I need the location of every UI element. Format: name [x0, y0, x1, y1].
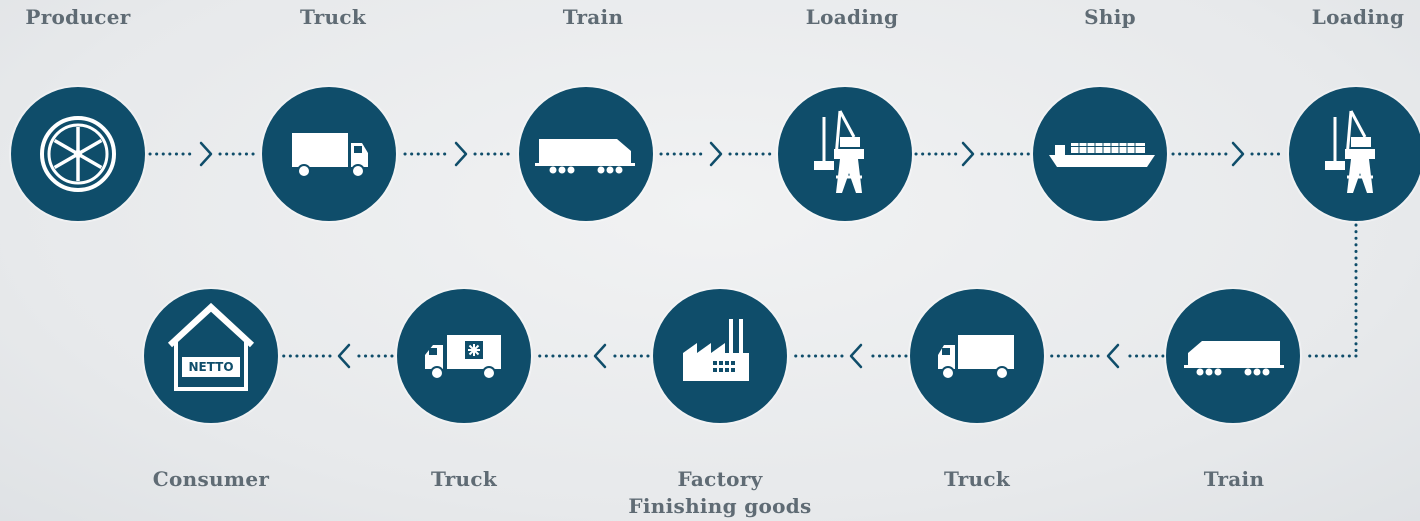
store-sign-text: NETTO [188, 360, 234, 374]
crane-icon [1325, 110, 1375, 193]
stage-label: Factory [677, 467, 763, 491]
stage-label: Ship [1084, 5, 1136, 29]
stage-sublabel: Finishing goods [628, 494, 812, 518]
arrow-left-icon [849, 343, 863, 369]
stage-node [1033, 87, 1167, 221]
arrow-right-icon [709, 141, 723, 167]
stage-label: Producer [25, 5, 131, 29]
stage-node [910, 289, 1044, 423]
stage-label: Train [562, 5, 624, 29]
train-icon [1184, 341, 1284, 376]
arrow-left-icon [337, 343, 351, 369]
stage-node [778, 87, 912, 221]
crane-icon [814, 110, 864, 193]
arrow-left-icon [1106, 343, 1120, 369]
stage-node [1166, 289, 1300, 423]
arrow-right-icon [1231, 141, 1245, 167]
arrow-left-icon [593, 343, 607, 369]
stage-label: Train [1203, 467, 1265, 491]
stage-label: Truck [943, 467, 1011, 491]
truck-icon [292, 133, 368, 178]
arrow-right-icon [454, 141, 468, 167]
stage-node [653, 289, 787, 423]
factory-icon [683, 319, 749, 381]
stage-label: Loading [1311, 5, 1405, 29]
stage-node: NETTO [144, 289, 278, 423]
stage-node [519, 87, 653, 221]
stage-node [11, 87, 145, 221]
stage-label: Consumer [152, 467, 270, 491]
stage-node [1289, 87, 1420, 221]
stage-label: Truck [299, 5, 367, 29]
stage-label: Truck [430, 467, 498, 491]
truck-icon [938, 335, 1014, 380]
arrow-right-icon [199, 141, 213, 167]
container-ship-icon [1049, 143, 1155, 167]
arrow-right-icon [961, 141, 975, 167]
orange-slice-icon [40, 116, 116, 192]
stage-node [262, 87, 396, 221]
refrigerated-truck-icon [425, 335, 501, 380]
stage-node [397, 289, 531, 423]
store-icon [167, 302, 255, 391]
stage-label: Loading [805, 5, 899, 29]
train-icon [535, 139, 635, 174]
